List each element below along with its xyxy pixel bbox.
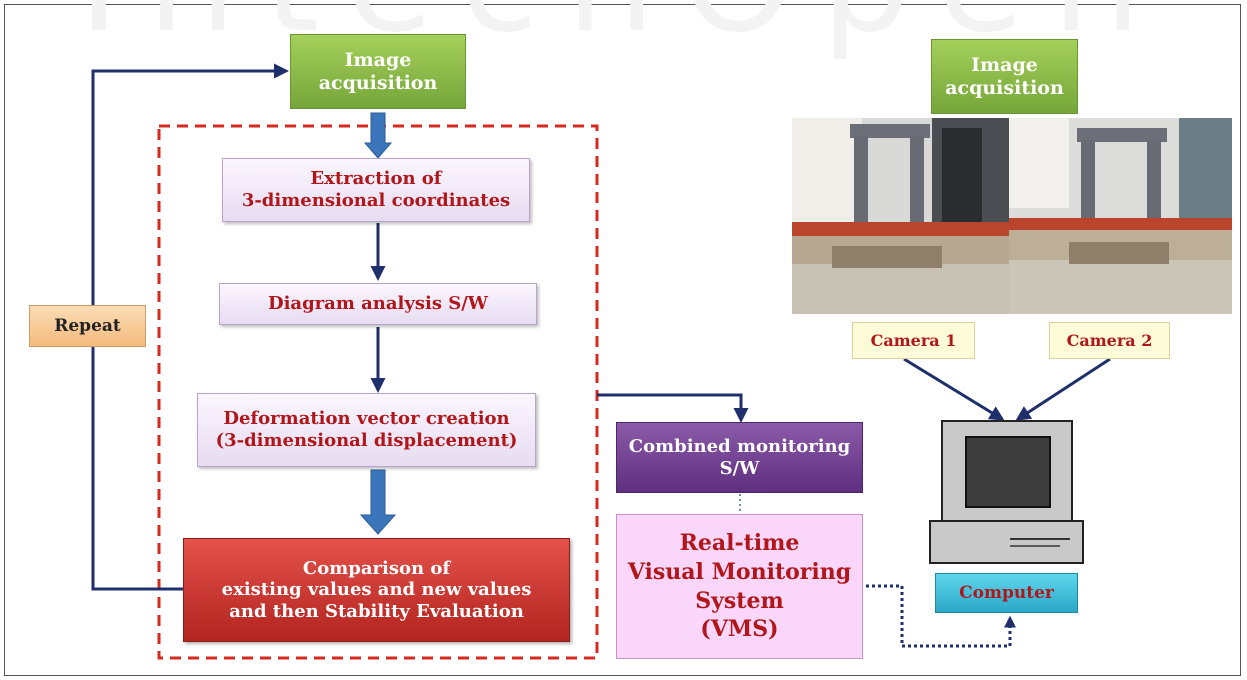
block-arrow-deformation-to-comparison (359, 469, 397, 535)
camera-photo-1 (792, 118, 1009, 314)
extraction-box: Extraction of 3-dimensional coordinates (222, 158, 530, 222)
computer-label: Computer (935, 573, 1078, 613)
diagram-analysis-box: Diagram analysis S/W (219, 283, 537, 325)
arrow-camera2-to-computer (1015, 357, 1111, 421)
vms-box: Real-time Visual Monitoring System (VMS) (616, 514, 863, 659)
computer-icon (929, 420, 1084, 564)
camera-photo-2 (1009, 118, 1232, 314)
arrow-vms-to-computer (866, 584, 1016, 648)
arrow-region-to-combined (597, 393, 749, 423)
combined-monitoring-box: Combined monitoring S/W (616, 422, 863, 493)
camera2-label: Camera 2 (1049, 322, 1170, 359)
block-arrow-acquisition-to-extraction (363, 112, 393, 159)
comparison-box: Comparison of existing values and new va… (183, 538, 570, 642)
image-acquisition-right: Image acquisition (931, 39, 1078, 114)
repeat-box: Repeat (29, 305, 146, 347)
deformation-box: Deformation vector creation (3-dimension… (197, 393, 536, 467)
arrow-camera1-to-computer (903, 357, 1005, 421)
image-acquisition-left: Image acquisition (290, 34, 466, 109)
camera1-label: Camera 1 (852, 322, 975, 359)
figure-frame (4, 4, 1241, 676)
